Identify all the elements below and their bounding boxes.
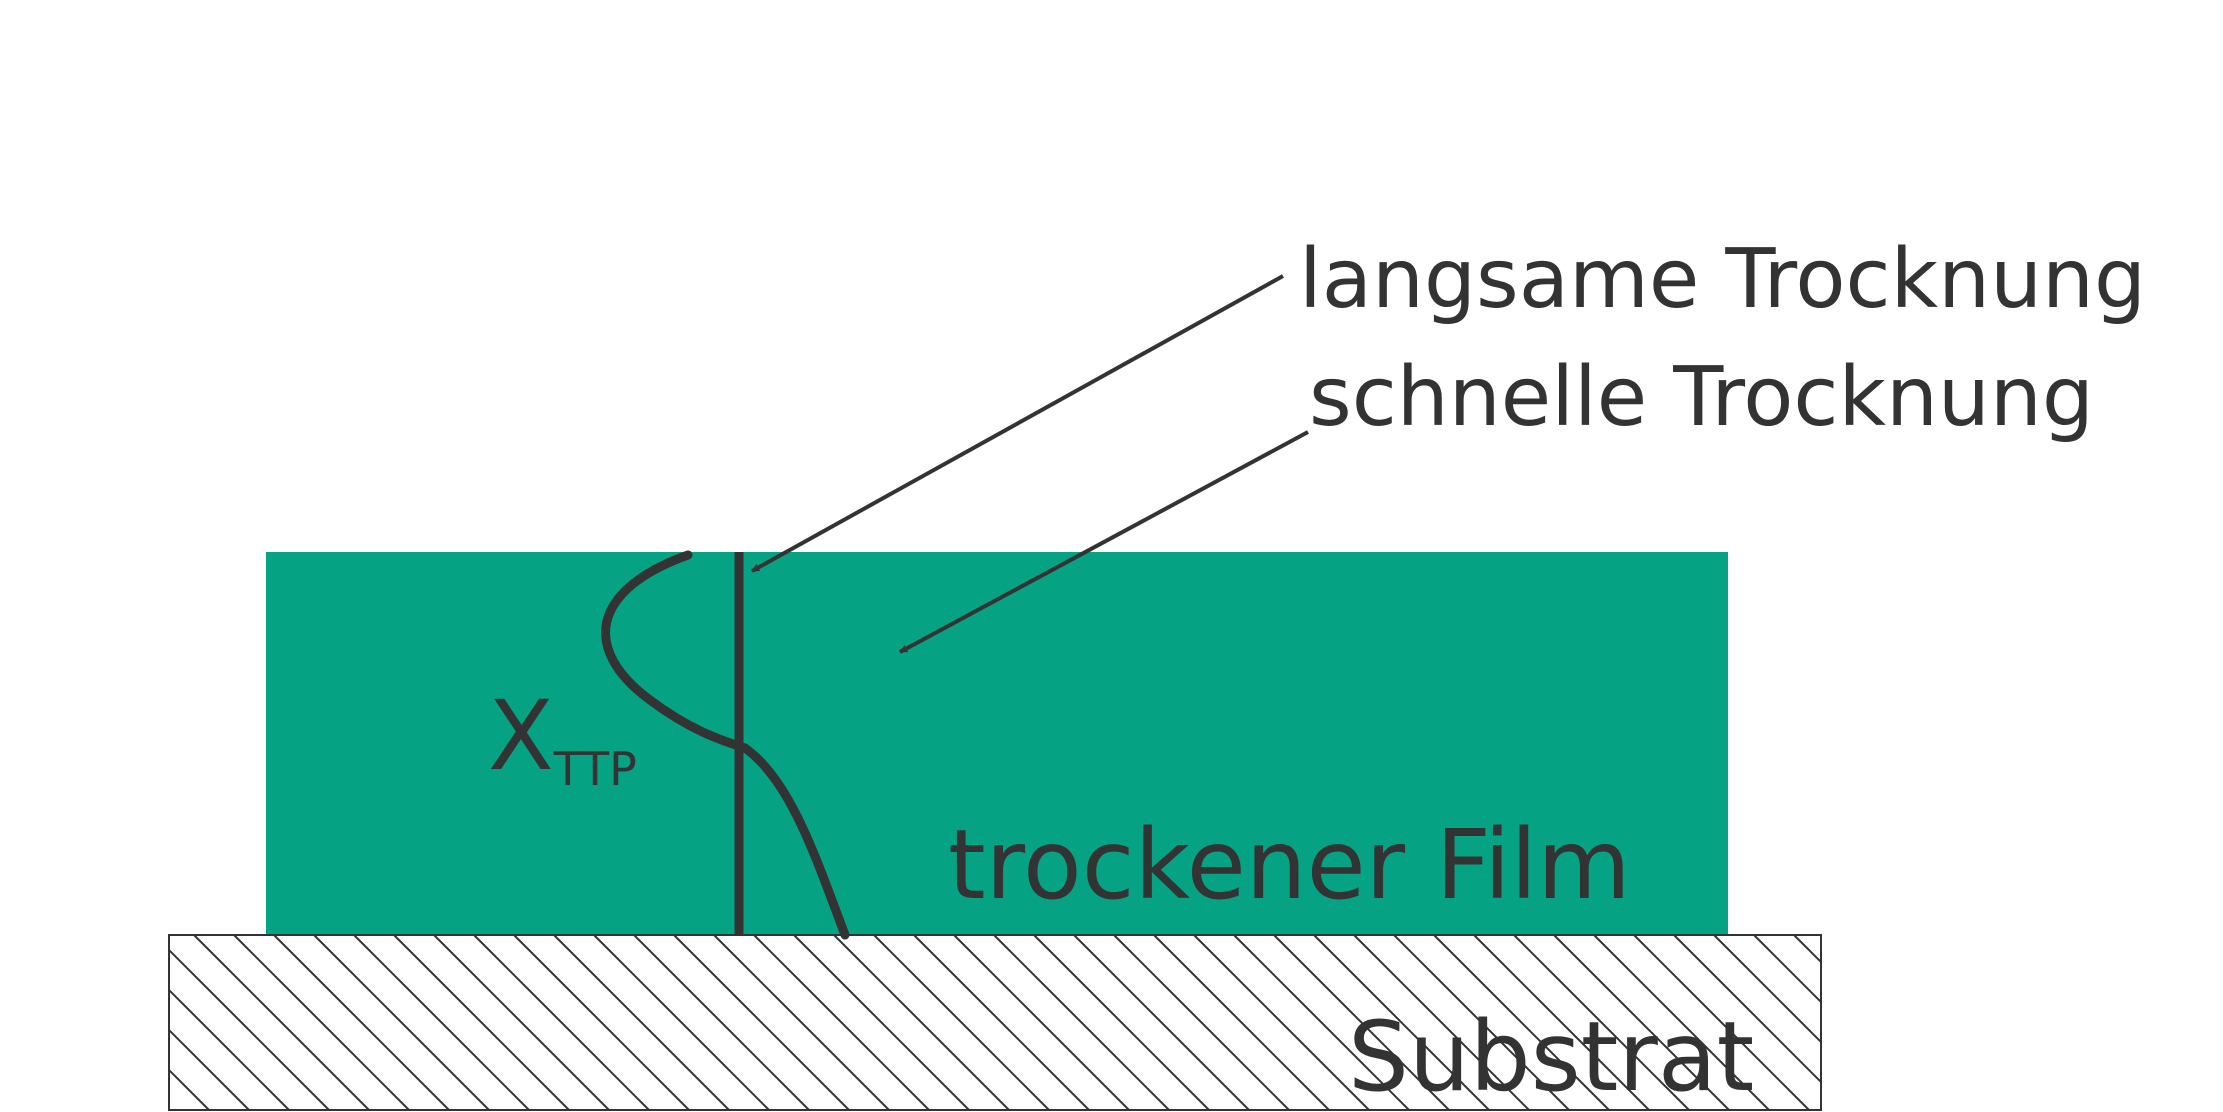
hatch-line — [1513, 935, 1690, 1110]
hatch-line — [0, 935, 129, 1110]
hatch-line — [1673, 935, 1821, 1084]
variable-subscript: TTP — [553, 742, 637, 796]
dry-film-label: trockener Film — [948, 809, 1631, 921]
hatch-line — [713, 935, 890, 1110]
hatch-line — [1033, 935, 1210, 1110]
substrate-label: Substrat — [1348, 1001, 1754, 1112]
hatch-line — [633, 935, 810, 1110]
hatch-line — [1633, 935, 1810, 1110]
hatch-line — [1433, 935, 1610, 1110]
hatch-line — [513, 935, 690, 1110]
hatch-line — [1233, 935, 1410, 1110]
hatch-line — [1153, 935, 1330, 1110]
hatch-line — [913, 935, 1090, 1110]
fast-drying-label: schnelle Trocknung — [1309, 350, 2094, 445]
hatch-line — [1273, 935, 1450, 1110]
hatch-line — [1353, 935, 1530, 1110]
hatch-line — [433, 935, 610, 1110]
hatch-line — [273, 935, 450, 1110]
hatch-line — [753, 935, 930, 1110]
hatch-line — [1473, 935, 1650, 1110]
hatch-line — [353, 935, 530, 1110]
hatch-line — [673, 935, 850, 1110]
hatch-line — [473, 935, 650, 1110]
hatch-line — [593, 935, 770, 1110]
variable-label: XTTP — [488, 680, 637, 796]
hatch-line — [1753, 935, 1821, 1004]
hatch-line — [1073, 935, 1250, 1110]
hatch-line — [1834, 935, 2009, 1110]
hatch-line — [1193, 935, 1370, 1110]
hatch-line — [169, 1108, 170, 1110]
hatch-line — [1393, 935, 1570, 1110]
hatch-line — [1553, 935, 1730, 1110]
variable-symbol: X — [488, 680, 554, 792]
hatch-line — [193, 935, 370, 1110]
hatch-line — [393, 935, 570, 1110]
hatch-line — [169, 1068, 210, 1110]
slow-drying-arrow — [751, 274, 1284, 573]
hatch-line — [993, 935, 1170, 1110]
hatch-line — [1593, 935, 1770, 1110]
hatch-line — [793, 935, 970, 1110]
hatch-line — [169, 988, 290, 1110]
hatch-line — [833, 935, 1010, 1110]
fast-drying-arrow — [899, 430, 1309, 654]
hatch-line — [169, 948, 330, 1110]
hatch-line — [313, 935, 490, 1110]
hatch-line — [873, 935, 1050, 1110]
hatch-line — [1313, 935, 1490, 1110]
fast-drying-profile-curve — [601, 550, 850, 940]
slow-drying-label: langsame Trocknung — [1299, 232, 2146, 327]
hatch-line — [169, 1028, 250, 1110]
hatch-line — [1713, 935, 1821, 1044]
hatch-line — [953, 935, 1130, 1110]
substrate-layer — [0, 934, 2009, 1111]
hatch-line — [1113, 935, 1290, 1110]
film-layer — [266, 552, 1728, 936]
hatch-line — [233, 935, 410, 1110]
hatch-line — [553, 935, 730, 1110]
